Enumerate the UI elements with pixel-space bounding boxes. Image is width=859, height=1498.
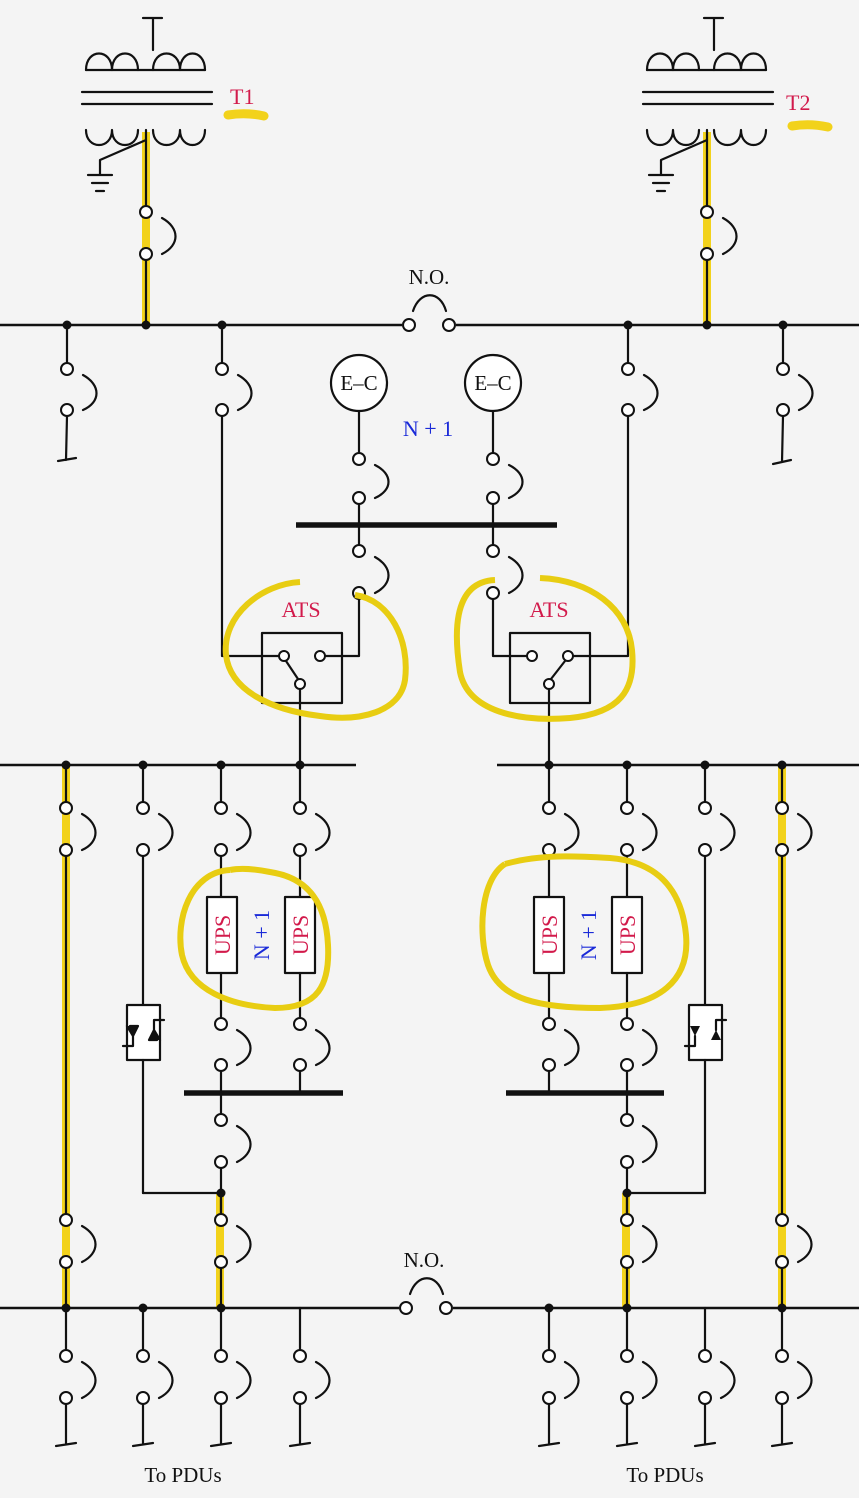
label-n-plus-one-gen: N + 1 xyxy=(403,416,453,441)
transformer-t2 xyxy=(641,16,775,327)
emphasis-rings xyxy=(177,575,690,1012)
transformer-t1 xyxy=(80,16,214,327)
label-ups-rl: UPS xyxy=(537,915,562,955)
ats-right xyxy=(508,631,592,767)
label-no-top: N.O. xyxy=(409,265,450,289)
label-to-pdus-right: To PDUs xyxy=(626,1463,703,1487)
bottom-bus-incomers xyxy=(59,1191,813,1310)
middle-bus-left xyxy=(0,760,356,770)
label-n-plus-one-ups-left: N + 1 xyxy=(249,910,274,960)
middle-bus-breakers xyxy=(59,763,813,1215)
static-bypass-left xyxy=(121,1003,226,1198)
label-no-bottom: N.O. xyxy=(404,1248,445,1272)
label-ec-right: E–C xyxy=(474,371,511,395)
static-bypass-right xyxy=(622,1003,728,1198)
label-ats-left: ATS xyxy=(281,597,320,622)
ups-group-left: UPS UPS N + 1 xyxy=(205,895,317,1020)
ats-emergency-feeds xyxy=(324,523,528,658)
bottom-main-bus xyxy=(0,1277,859,1315)
ats-normal-feeds xyxy=(220,414,630,658)
top-main-bus xyxy=(0,294,859,332)
ups-group-right: UPS UPS N + 1 xyxy=(532,895,644,1020)
ups-bus-output-breakers xyxy=(214,1091,658,1215)
label-t1: T1 xyxy=(230,84,254,109)
generator-right: E–C xyxy=(463,353,524,527)
ups-output-breakers xyxy=(214,1017,658,1095)
label-ec-left: E–C xyxy=(340,371,377,395)
label-n-plus-one-ups-right: N + 1 xyxy=(576,910,601,960)
middle-bus-right xyxy=(497,760,859,770)
label-t2: T2 xyxy=(786,90,810,115)
top-feeders xyxy=(56,323,814,466)
pdu-feeders xyxy=(54,1306,813,1448)
label-ups-lr: UPS xyxy=(288,915,313,955)
label-ups-ll: UPS xyxy=(210,915,235,955)
highlight-paths xyxy=(62,109,833,1308)
label-ats-right: ATS xyxy=(529,597,568,622)
ats-left xyxy=(260,631,344,767)
label-to-pdus-left: To PDUs xyxy=(144,1463,221,1487)
label-ups-rr: UPS xyxy=(615,915,640,955)
generator-left: E–C xyxy=(329,353,390,527)
